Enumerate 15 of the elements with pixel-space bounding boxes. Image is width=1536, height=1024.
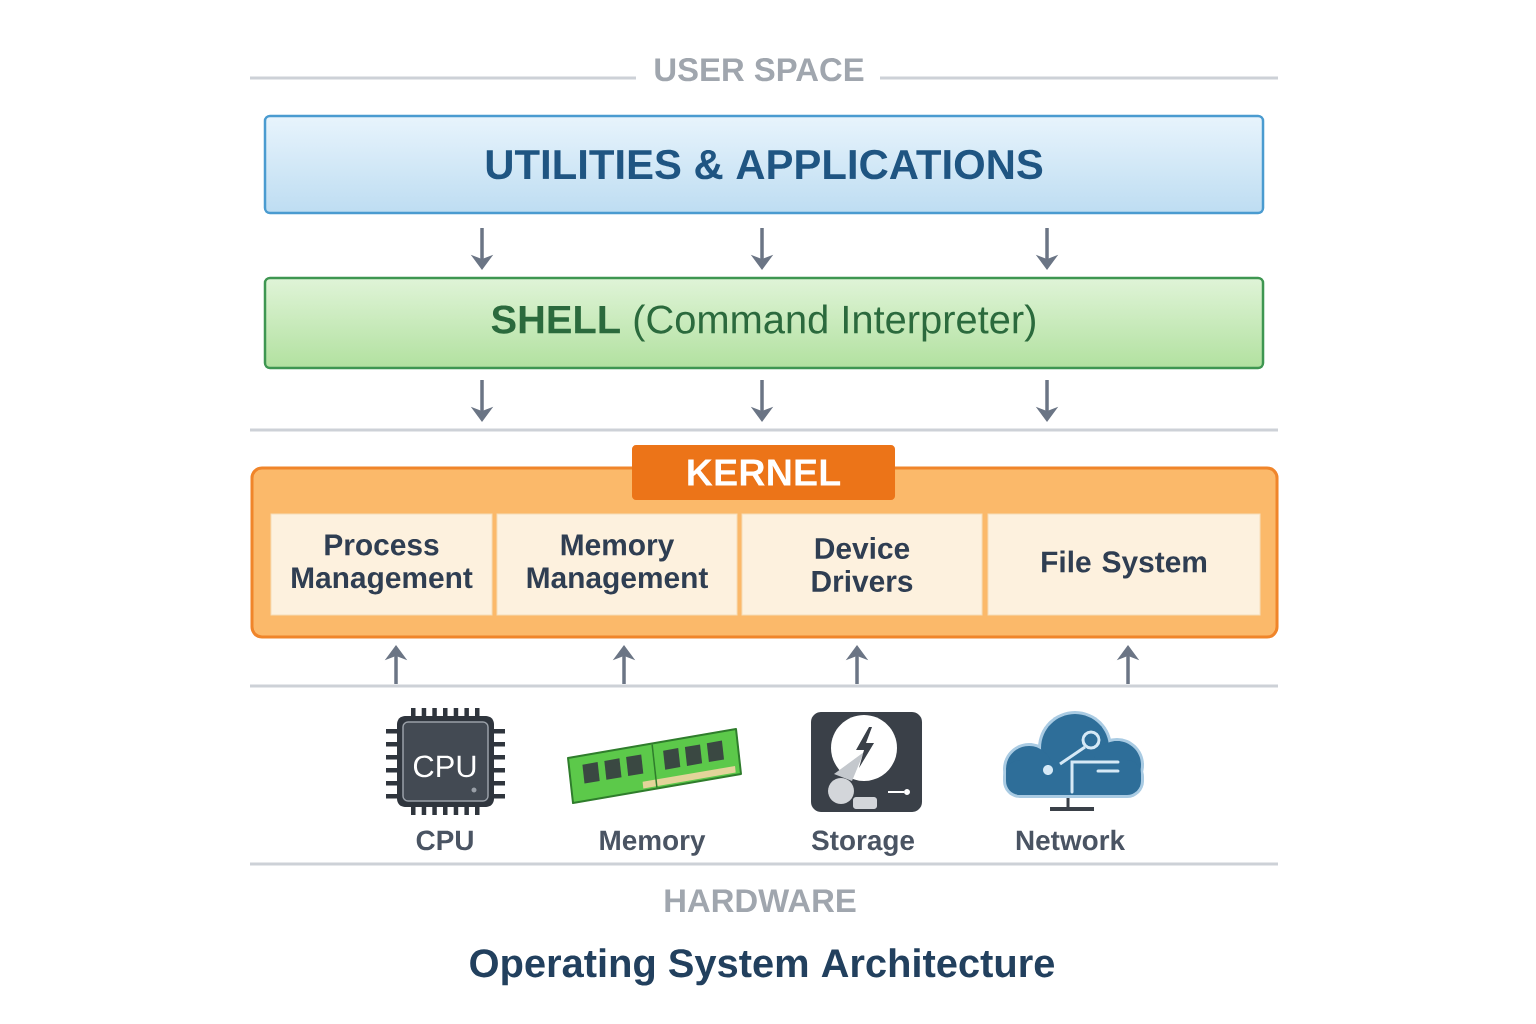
- device-label: Storage: [811, 830, 914, 856]
- module-box: Process Management: [270, 513, 493, 616]
- module-box: Device Drivers: [741, 513, 983, 616]
- device-label: Network: [1016, 829, 1126, 851]
- heading-tab: KERNEL: [632, 445, 895, 500]
- chip-label: CPU: [413, 755, 476, 778]
- device-label: Memory: [600, 830, 706, 856]
- layer-box: UTILITIES & APPLICATIONS: [263, 114, 1265, 215]
- module-box: File System: [987, 513, 1261, 616]
- section-label: USER SPACE: [655, 58, 864, 82]
- device-label: CPU: [416, 830, 473, 851]
- layer-box: SHELL (Command Interpreter): [263, 276, 1265, 370]
- section-label: HARDWARE: [665, 889, 856, 912]
- title: Operating System Architecture: [470, 948, 1054, 986]
- module-box: Memory Management: [496, 513, 738, 616]
